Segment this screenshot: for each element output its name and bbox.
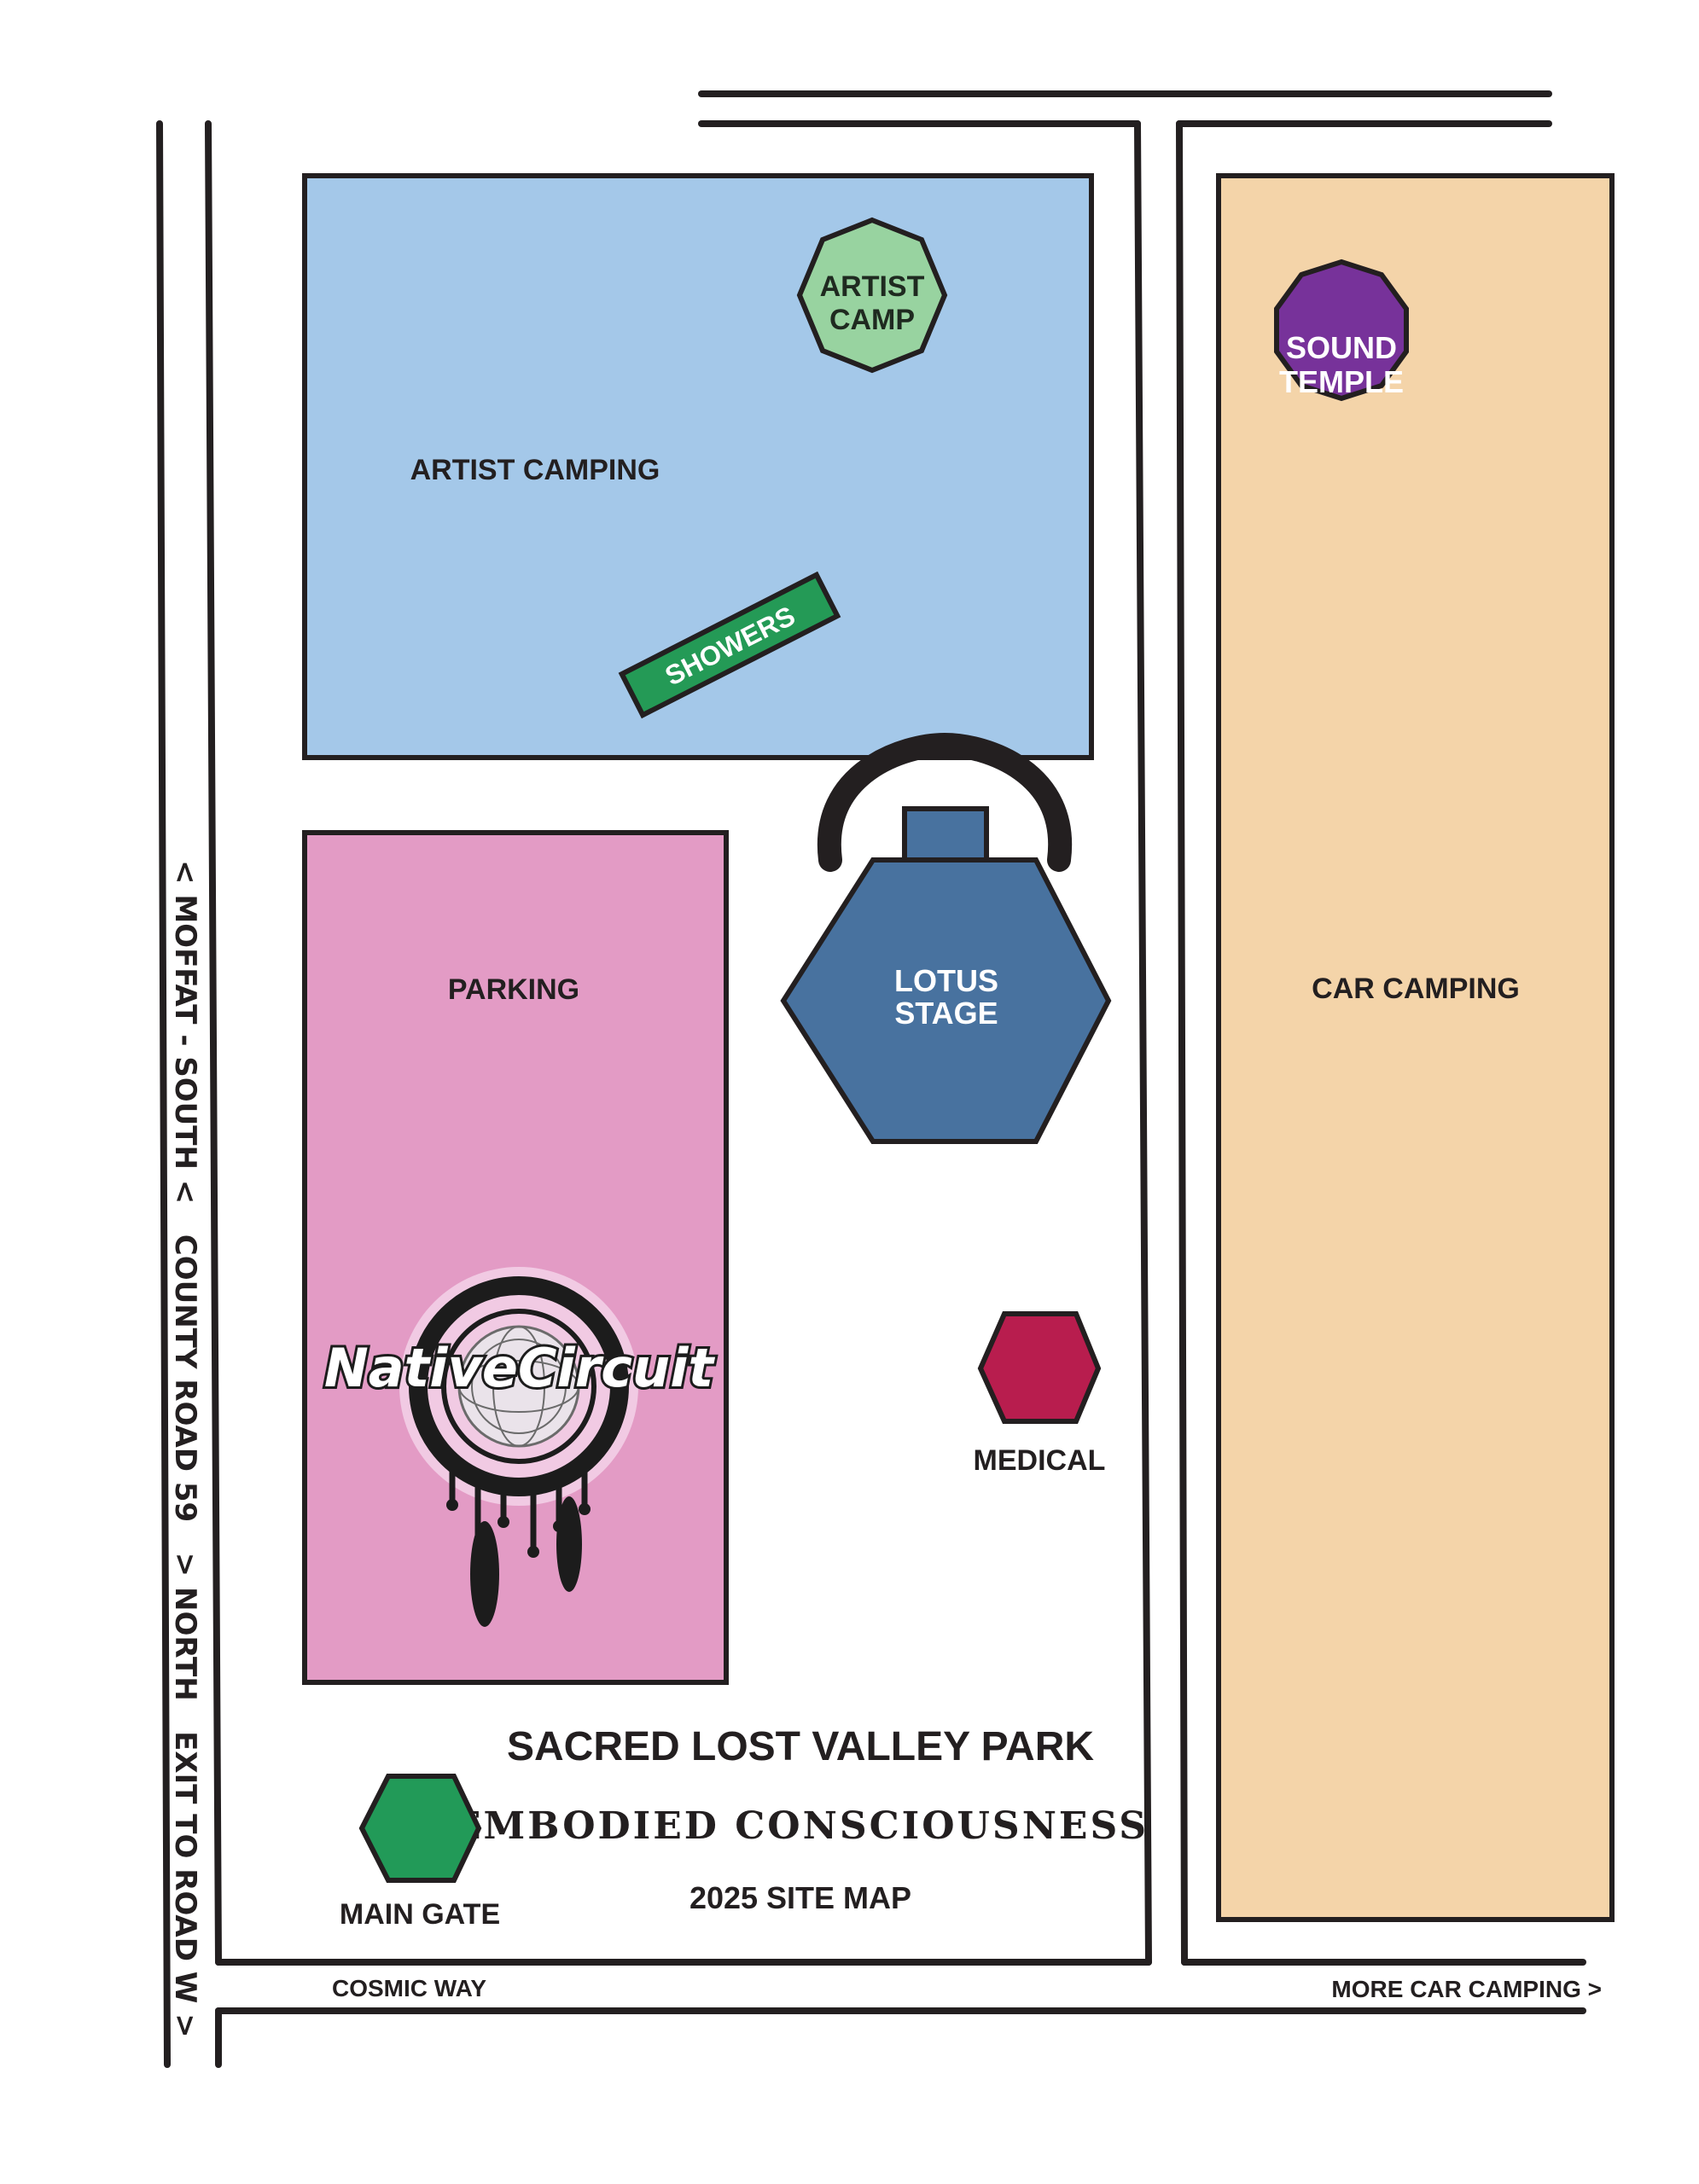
medical-hexagon-icon	[977, 1311, 1102, 1424]
medical-marker[interactable]: MEDICAL	[974, 1311, 1106, 1477]
web-lines-icon	[458, 1326, 579, 1447]
park-title: SACRED LOST VALLEY PARK	[507, 1724, 1094, 1769]
feather-left-icon	[470, 1521, 499, 1627]
county-road-label: < MOFFAT - SOUTH < COUNTY ROAD 59 > NORT…	[168, 860, 202, 2038]
circuit-dots	[446, 1499, 591, 1558]
artist-camp-label-line1: ARTIST	[820, 270, 925, 303]
event-title-ornate: EMBODIED CONSCIOUSNESS	[452, 1804, 1149, 1848]
main-gate-label: MAIN GATE	[340, 1898, 500, 1931]
medical-label: MEDICAL	[974, 1444, 1106, 1477]
sound-temple-label-line1: SOUND	[1286, 330, 1397, 365]
logo-mid-ring	[441, 1309, 596, 1464]
logo-outer-ring	[409, 1276, 629, 1496]
artist-camp-label-line2: CAMP	[829, 304, 915, 336]
native-circuit-logo: NativeCircuit	[322, 1267, 718, 1627]
artist-camp-octagon-icon	[796, 217, 948, 374]
main-gate-hexagon-icon	[358, 1774, 482, 1883]
lotus-stage-hexagon-icon	[780, 857, 1112, 1144]
more-car-camping-label: MORE CAR CAMPING >	[1331, 1976, 1602, 2002]
artist-camping-label: ARTIST CAMPING	[410, 454, 660, 486]
site-map-year: 2025 SITE MAP	[689, 1880, 911, 1915]
stage-backline	[902, 806, 989, 863]
logo-wordmark: NativeCircuit	[324, 1337, 716, 1399]
parking-area[interactable]	[302, 830, 729, 1685]
showers-sign	[618, 571, 841, 719]
road-lines	[156, 90, 1586, 2068]
artist-camp-marker[interactable]: ARTIST CAMP	[796, 217, 948, 374]
car-camping-area[interactable]	[1216, 173, 1615, 1922]
sound-temple-label-line2: TEMPLE	[1279, 364, 1404, 399]
lotus-stage-label-line1: LOTUS	[894, 963, 998, 998]
lotus-stage-marker[interactable]: LOTUS STAGE	[780, 732, 1112, 1144]
stage-canopy-icon	[817, 732, 1073, 872]
cosmic-way-label: COSMIC WAY	[332, 1975, 486, 2001]
sound-temple-decagon-icon	[1274, 258, 1409, 402]
parking-label: PARKING	[448, 973, 579, 1006]
sound-temple-marker[interactable]: SOUND TEMPLE	[1274, 258, 1409, 402]
car-camping-label: CAR CAMPING	[1312, 973, 1520, 1005]
main-gate-marker[interactable]: MAIN GATE	[340, 1774, 500, 1931]
lotus-stage-label-line2: STAGE	[894, 996, 998, 1031]
feather-right-icon	[556, 1496, 582, 1592]
